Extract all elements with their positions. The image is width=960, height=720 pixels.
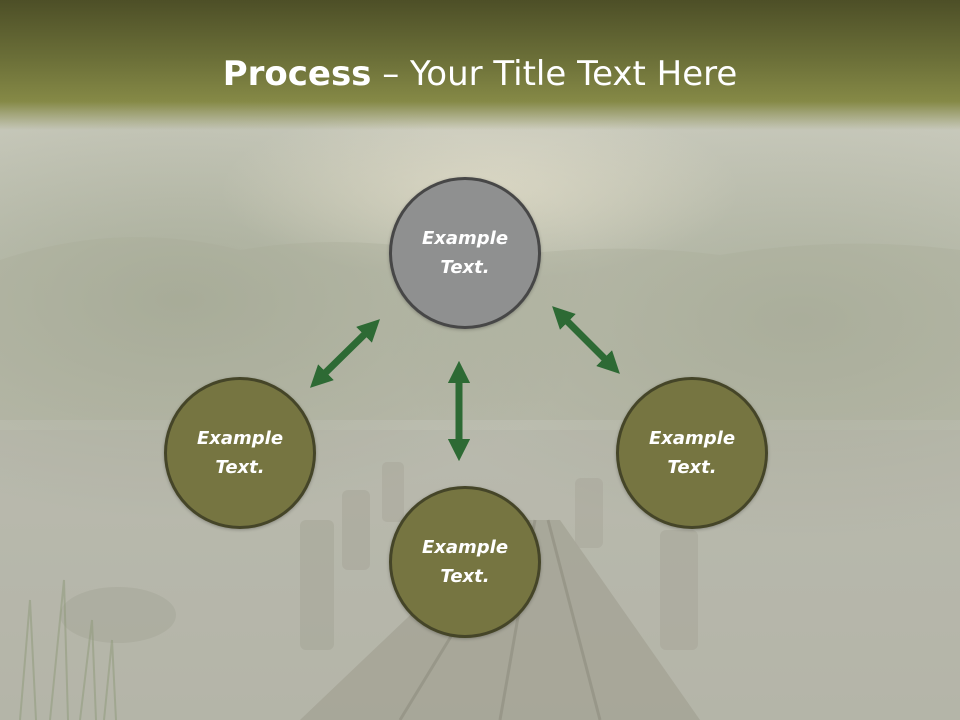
arrow-left-top <box>310 319 380 388</box>
node-right-line1: Example <box>648 428 736 449</box>
node-bottom-line1: Example <box>421 537 509 558</box>
title-bold: Process <box>222 54 372 94</box>
node-bottom-line2: Text. <box>440 566 490 587</box>
title-rest: – Your Title Text Here <box>371 54 738 94</box>
arrow-right-top <box>552 306 620 374</box>
node-left-line2: Text. <box>215 457 265 478</box>
slide-title[interactable]: Process – Your Title Text Here <box>0 52 960 96</box>
node-right-line2: Text. <box>667 457 717 478</box>
title-band <box>0 0 960 130</box>
node-left-line1: Example <box>196 428 284 449</box>
node-top-line2: Text. <box>440 257 490 278</box>
node-top-line1: Example <box>421 228 509 249</box>
